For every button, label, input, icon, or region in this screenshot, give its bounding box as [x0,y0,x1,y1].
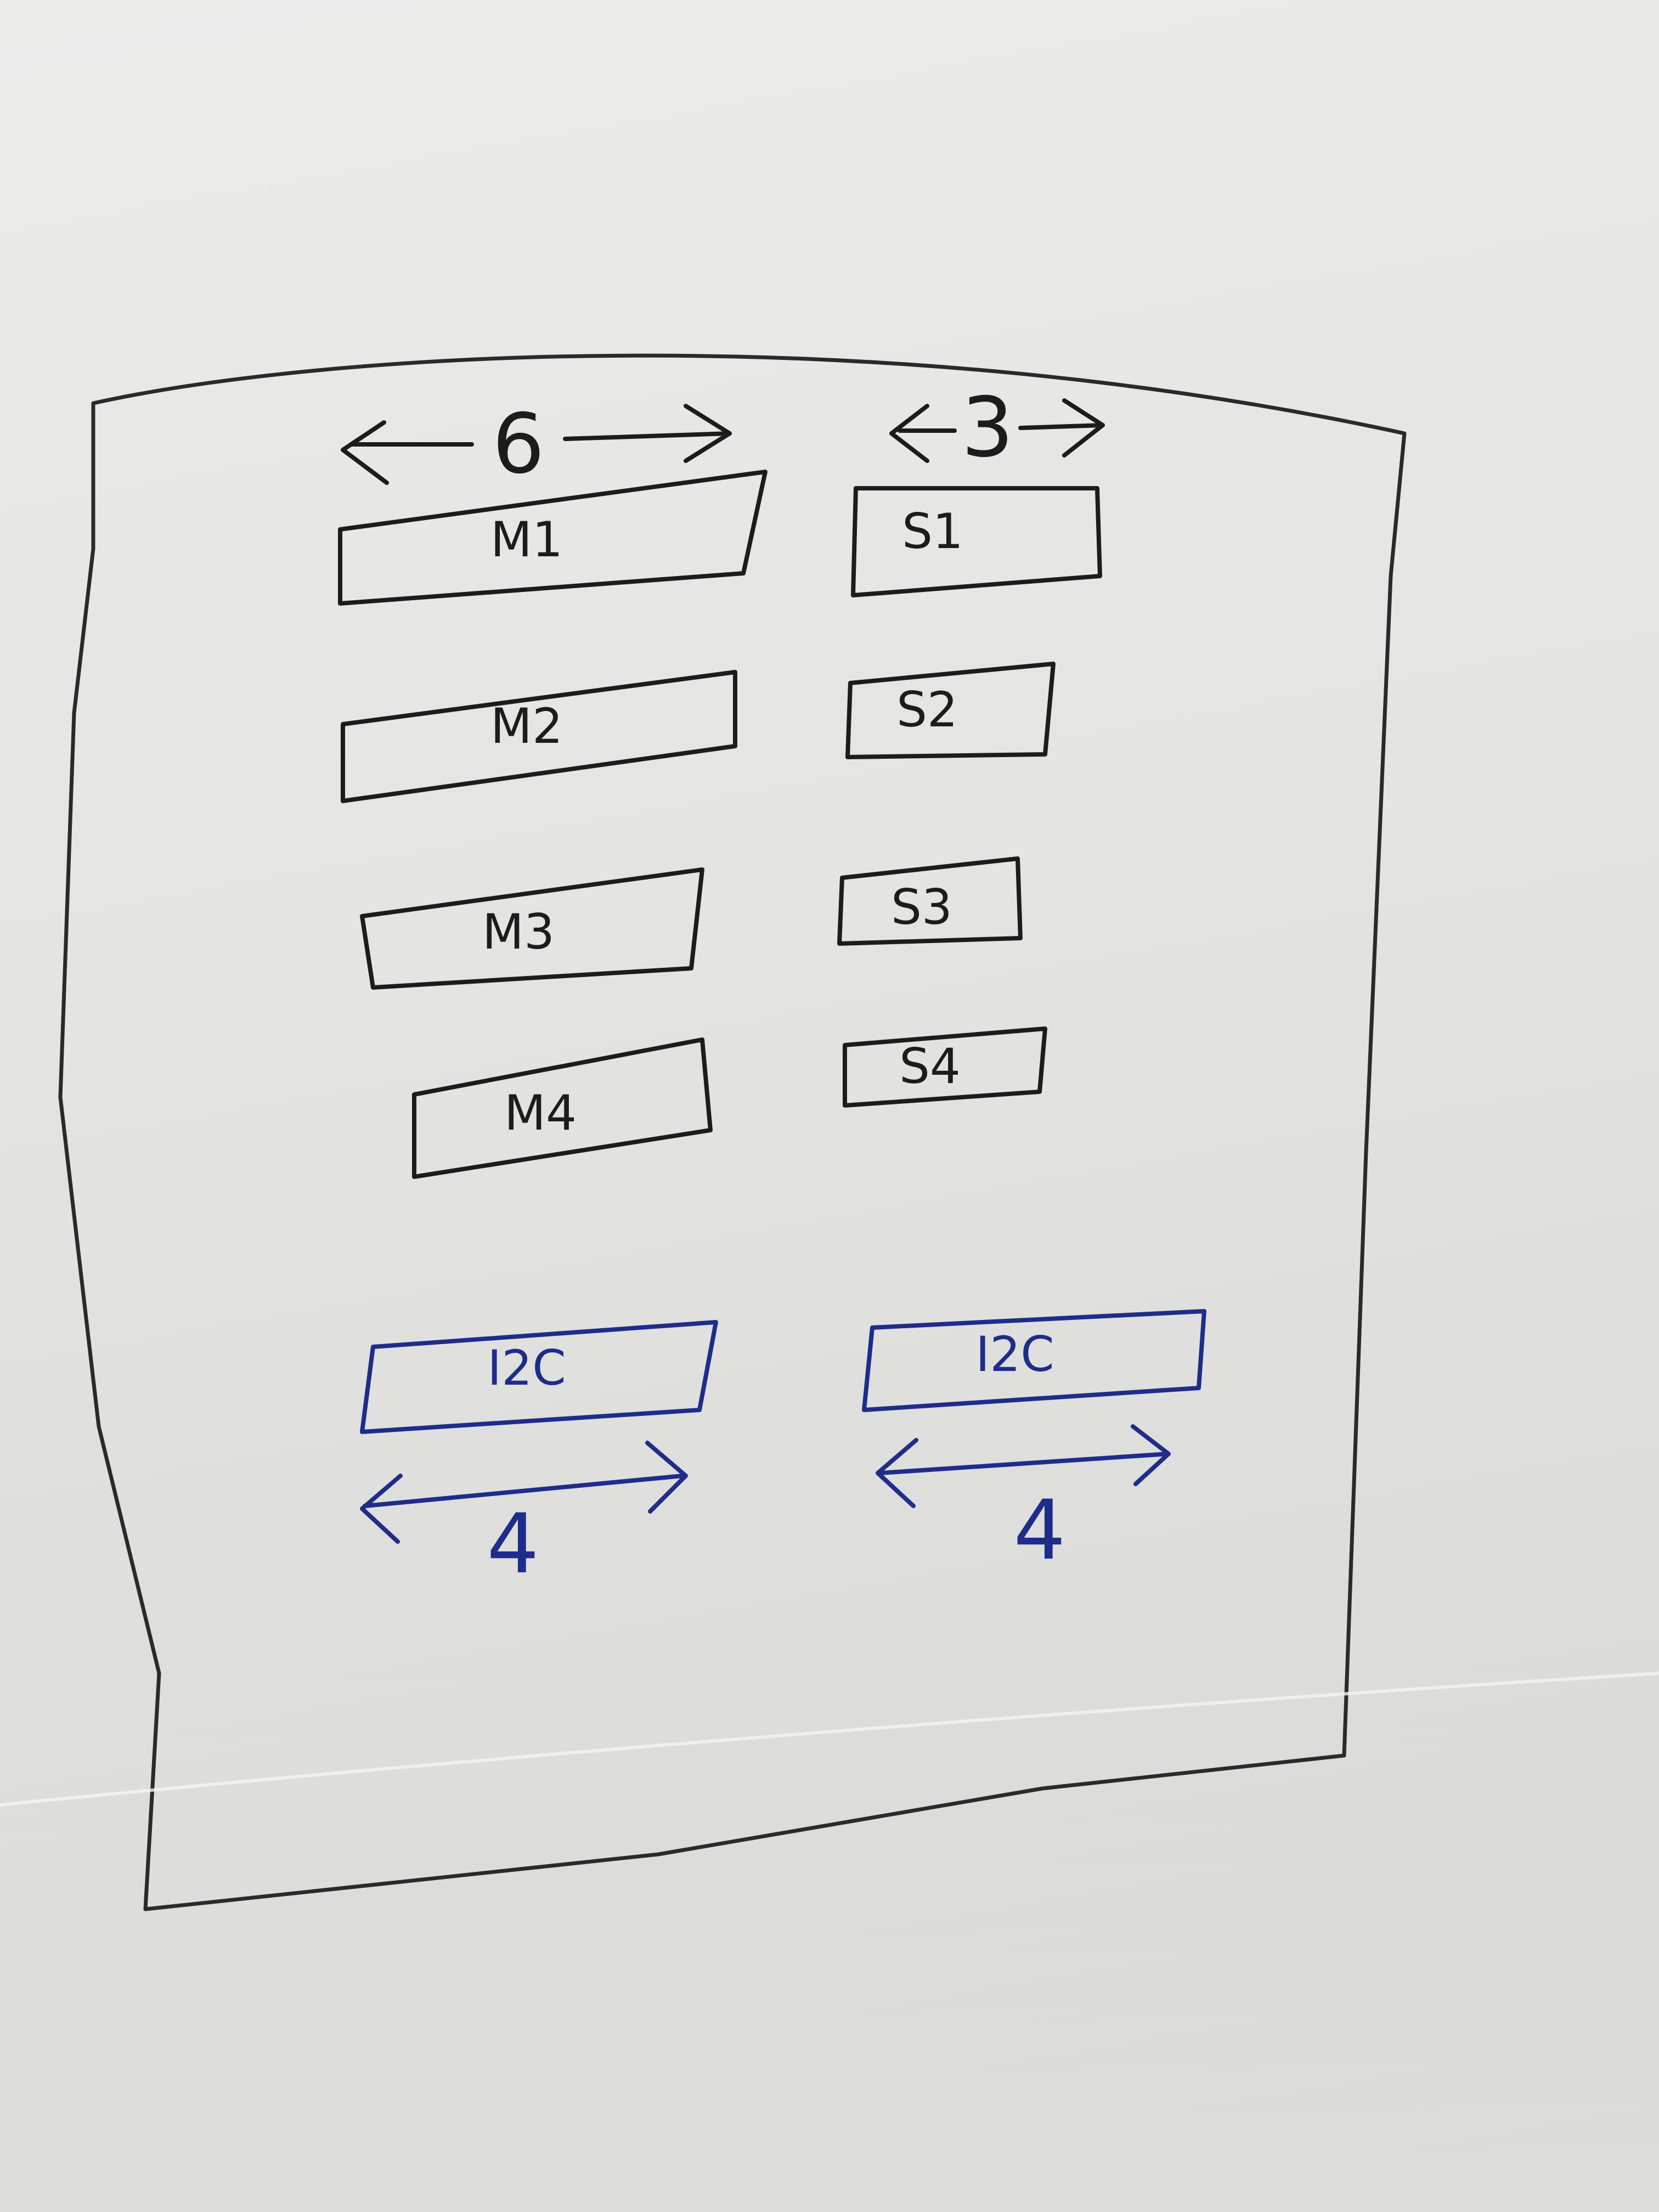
i2c-block-left-label: I2C [487,1340,566,1396]
dimension-label-bottom-right: 4 [1013,1483,1065,1578]
s-block-4-label: S4 [899,1038,961,1094]
m-block-1: M1 [338,470,768,606]
i2c-block-right: I2C [862,1309,1206,1412]
dimension-label-left: 6 [492,397,544,492]
s-block-2-label: S2 [896,681,958,738]
s-block-1-label: S1 [902,503,963,560]
paper-crease [0,1672,1659,1807]
board-outline [58,353,1407,1911]
s-block-1: S1 [851,486,1102,597]
dimension-arrow-bottom-left [360,1441,688,1544]
dimension-arrow-right [889,398,1105,463]
paper-fold-shadow [0,1673,1659,2212]
m-block-4: M4 [412,1037,713,1179]
m-block-2: M2 [341,670,737,803]
dimension-label-right: 3 [961,380,1013,476]
dimension-label-bottom-left: 4 [487,1497,539,1592]
s-block-2: S2 [845,662,1056,759]
s-block-3-label: S3 [891,879,952,935]
m-block-1-label: M1 [490,511,563,568]
m-block-3-label: M3 [482,904,555,960]
i2c-block-left: I2C [360,1320,718,1434]
s-block-4: S4 [843,1026,1047,1108]
s-block-3: S3 [837,856,1023,946]
m-block-2-label: M2 [490,698,563,754]
dimension-arrow-left [341,404,732,485]
dimension-arrow-bottom-right [876,1424,1171,1508]
i2c-block-right-label: I2C [975,1326,1054,1383]
m-block-3: M3 [360,867,704,990]
m-block-4-label: M4 [504,1085,577,1141]
